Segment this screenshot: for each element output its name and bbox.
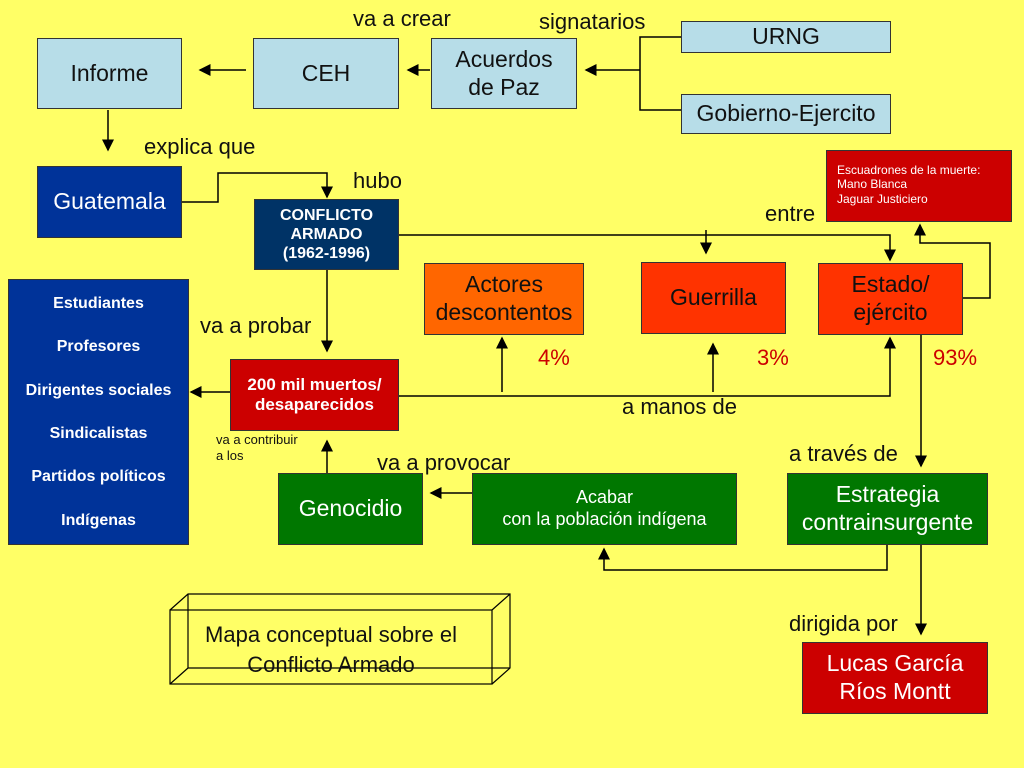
node-guerrilla: Guerrilla	[641, 262, 786, 334]
label-entre: entre	[765, 201, 816, 226]
percent-actores: 4%	[538, 345, 570, 370]
label-a-manos-de: a manos de	[622, 394, 737, 419]
node-lucas-rios: Lucas García Ríos Montt	[802, 642, 988, 714]
node-urng: URNG	[681, 21, 891, 53]
victim-item: Profesores	[56, 338, 141, 356]
label-dirigida-por: dirigida por	[789, 611, 898, 636]
node-acabar-poblacion: Acabar con la población indígena	[472, 473, 737, 545]
label-va-a-provocar: va a provocar	[377, 450, 511, 475]
victim-item: Sindicalistas	[49, 425, 148, 443]
victim-item: Partidos políticos	[31, 468, 166, 486]
label-va-a-contribuir: va a contribuir a los	[216, 432, 298, 464]
node-gobierno-ejercito: Gobierno-Ejercito	[681, 94, 891, 134]
node-conflicto-armado: CONFLICTO ARMADO (1962-1996)	[254, 199, 399, 270]
victim-item: Estudiantes	[53, 295, 144, 313]
node-muertos: 200 mil muertos/ desaparecidos	[230, 359, 399, 431]
victim-item: Dirigentes sociales	[25, 381, 172, 399]
node-acuerdos-de-paz: Acuerdos de Paz	[431, 38, 577, 109]
label-va-a-crear: va a crear	[353, 6, 451, 31]
node-estado-ejercito: Estado/ ejército	[818, 263, 963, 335]
node-estrategia: Estrategia contrainsurgente	[787, 473, 988, 545]
label-va-a-probar: va a probar	[200, 313, 312, 338]
node-actores-descontentos: Actores descontentos	[424, 263, 584, 335]
label-a-traves-de: a través de	[789, 441, 898, 466]
title-3d-frame	[169, 593, 511, 685]
label-hubo: hubo	[353, 168, 402, 193]
victim-item: Indígenas	[61, 511, 136, 529]
node-genocidio: Genocidio	[278, 473, 423, 545]
node-escuadrones: Escuadrones de la muerte: Mano Blanca Ja…	[826, 150, 1012, 222]
percent-guerrilla: 3%	[757, 345, 789, 370]
node-informe: Informe	[37, 38, 182, 109]
percent-estado: 93%	[933, 345, 978, 370]
victims-list: Estudiantes Profesores Dirigentes social…	[8, 279, 189, 545]
node-ceh: CEH	[253, 38, 399, 109]
node-guatemala: Guatemala	[37, 166, 182, 238]
label-signatarios: signatarios	[539, 9, 646, 34]
label-explica-que: explica que	[144, 134, 256, 159]
diagram-title: Mapa conceptual sobre el Conflicto Armad…	[205, 622, 457, 677]
